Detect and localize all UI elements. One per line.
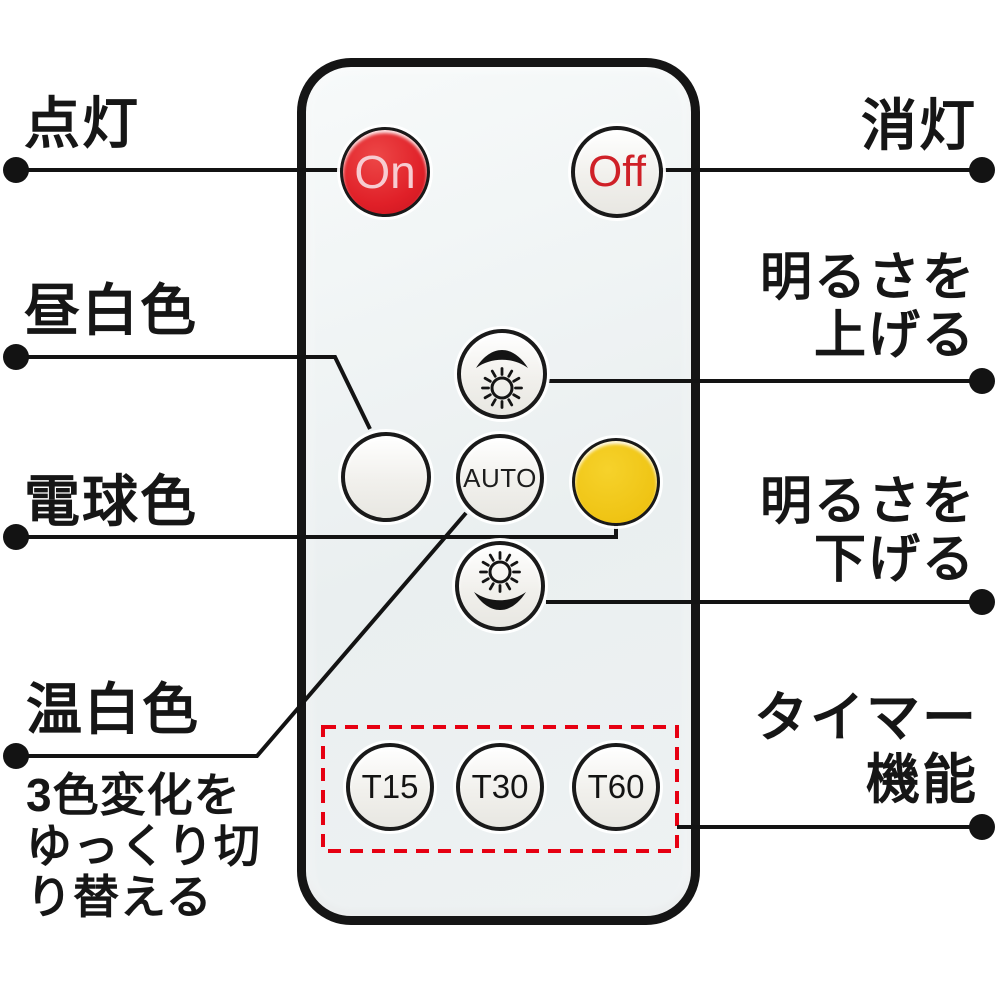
label-line: 機能	[866, 750, 978, 811]
label-line: り替える	[26, 871, 213, 924]
sun-icon	[481, 367, 523, 409]
brightness-up-button[interactable]	[457, 329, 547, 419]
brightness-up-arrow-icon	[476, 350, 528, 409]
power-on-button[interactable]: On	[340, 127, 430, 217]
leader-dot-brightness-up	[969, 368, 995, 394]
timer-30-button[interactable]: T30	[456, 743, 544, 831]
timer-60-button[interactable]: T60	[572, 743, 660, 831]
label-line: 3色変化を	[26, 769, 241, 821]
label-line: タイマー	[754, 688, 978, 748]
sun-icon	[479, 551, 521, 593]
leader-dot-power-on	[3, 157, 29, 183]
leader-dot-auto	[3, 743, 29, 769]
label-power-on: 点灯	[24, 92, 140, 155]
label-power-off: 消灯	[861, 94, 977, 157]
label-daylight-white: 昼白色	[24, 279, 198, 342]
label-brightness-up: 明るさを 上げる	[760, 249, 976, 365]
label-line: ゆっくり切	[26, 820, 261, 873]
timer-15-button[interactable]: T15	[346, 743, 434, 831]
label-line: 明るさを	[759, 249, 976, 307]
leader-dot-timer	[969, 814, 995, 840]
brightness-down-arrow-icon	[474, 551, 526, 610]
brightness-down-button[interactable]	[455, 541, 545, 631]
label-line: 上げる	[813, 307, 976, 366]
label-warm-white: 温白色	[26, 678, 200, 741]
label-auto-description: 3色変化を ゆっくり切 り替える	[26, 769, 261, 924]
label-bulb-color: 電球色	[24, 470, 198, 533]
power-off-button[interactable]: Off	[571, 126, 663, 218]
label-line: 下げる	[813, 531, 976, 590]
label-timer: タイマー 機能	[754, 687, 978, 811]
daylight-white-button[interactable]	[341, 432, 431, 522]
bulb-color-button[interactable]	[572, 438, 660, 526]
label-brightness-down: 明るさを 下げる	[760, 473, 976, 589]
leader-dot-daylight-white	[3, 344, 29, 370]
auto-button[interactable]: AUTO	[456, 434, 544, 522]
leader-dot-brightness-down	[969, 589, 995, 615]
label-line: 明るさを	[759, 473, 976, 531]
leader-dot-power-off	[969, 157, 995, 183]
